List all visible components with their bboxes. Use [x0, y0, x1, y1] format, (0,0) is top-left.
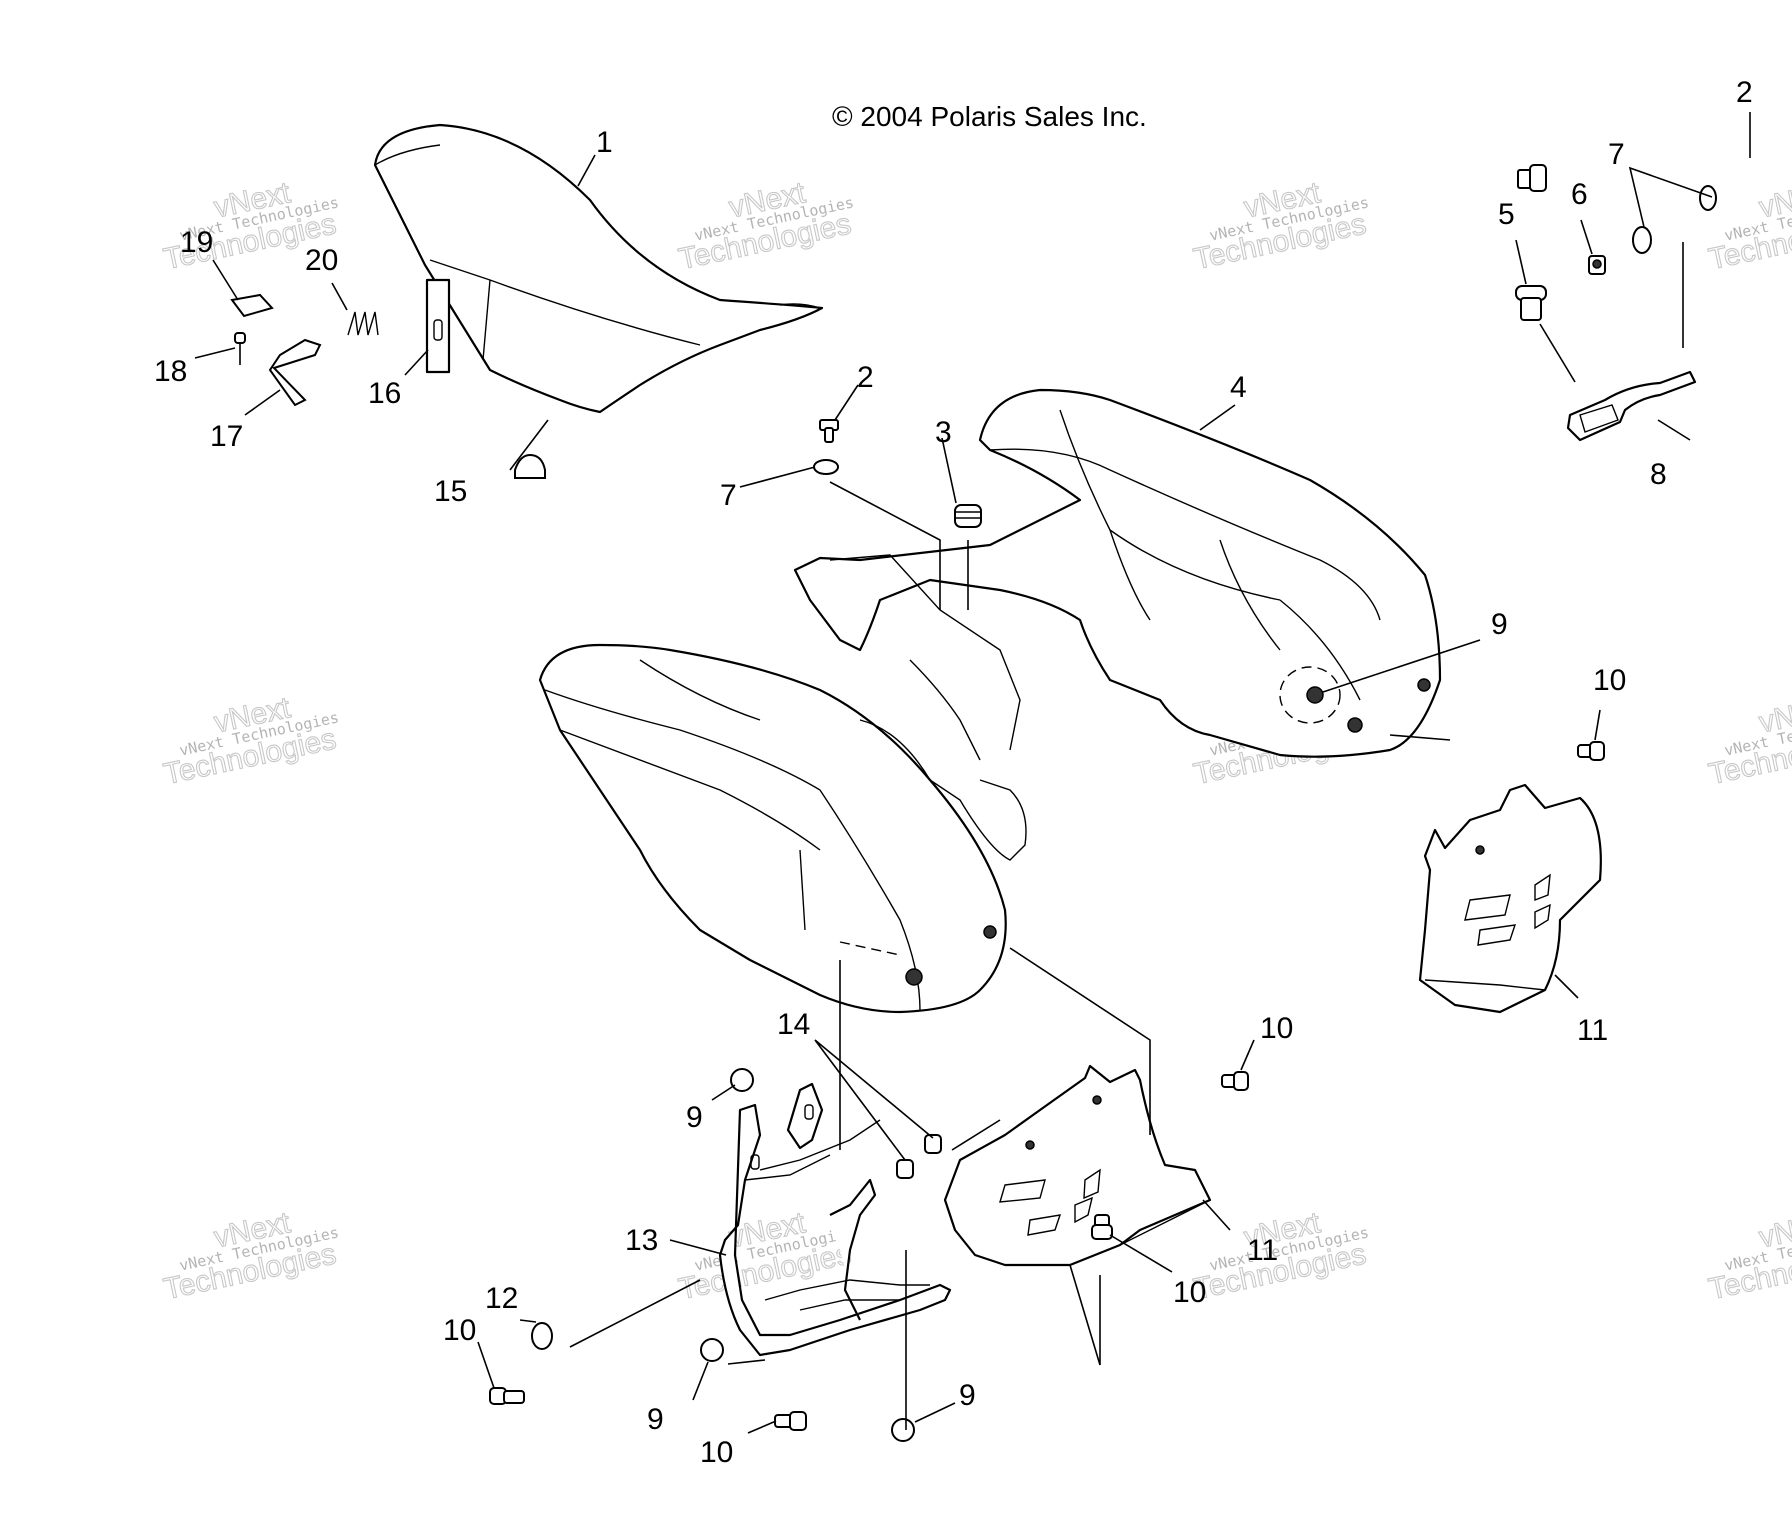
- copyright-notice: © 2004 Polaris Sales Inc.: [832, 101, 1147, 132]
- callout-20: 20: [305, 244, 338, 277]
- screw-icon: [1091, 1214, 1113, 1240]
- callout-10: 10: [700, 1436, 733, 1469]
- spacer-icon: [896, 1159, 914, 1179]
- watermark-tile: vNext vNext Technologies Technologies: [1705, 176, 1792, 277]
- callout-labels: 1 2 2 3 4 5 6 7 7 8 9 9 9 9 10 10 10 10 …: [154, 76, 1753, 1469]
- callout-1: 1: [596, 126, 613, 159]
- callout-5: 5: [1498, 198, 1515, 231]
- callout-9: 9: [647, 1403, 664, 1436]
- washer-icon: [531, 1322, 553, 1350]
- callout-9: 9: [1491, 608, 1508, 641]
- callout-16: 16: [368, 377, 401, 410]
- spacer-icon: [924, 1134, 942, 1154]
- callout-10: 10: [443, 1314, 476, 1347]
- screw-icon: [1517, 164, 1547, 192]
- callout-11: 11: [1577, 1014, 1608, 1047]
- spring-icon: [347, 311, 379, 336]
- nut-icon: [730, 1068, 754, 1092]
- seat-part: [373, 123, 824, 414]
- nut-icon: [1588, 255, 1606, 275]
- cap-nut-icon: [514, 453, 546, 479]
- nut-icon: [700, 1338, 724, 1362]
- callout-7: 7: [720, 479, 737, 512]
- callout-9: 9: [686, 1101, 703, 1134]
- callout-9: 9: [959, 1379, 976, 1412]
- callout-17: 17: [210, 420, 243, 453]
- callout-10: 10: [1593, 664, 1626, 697]
- callout-10: 10: [1173, 1276, 1206, 1309]
- screw-icon: [1577, 741, 1605, 761]
- screw-icon: [774, 1411, 807, 1431]
- callout-10: 10: [1260, 1012, 1293, 1045]
- callout-2: 2: [1736, 76, 1753, 109]
- callout-3: 3: [935, 416, 952, 449]
- screw-icon: [1221, 1071, 1249, 1091]
- bracket-part: [1566, 370, 1697, 442]
- pin-icon: [234, 332, 246, 365]
- washer-icon: [813, 459, 839, 475]
- seat-bracket: [425, 278, 451, 374]
- latch-icon: [268, 338, 322, 407]
- bolt-icon: [1515, 285, 1547, 321]
- watermark-tile: vNext vNext Technologies Technologies: [160, 691, 340, 792]
- front-fender-part: [538, 643, 1027, 1014]
- watermark-layer: vNext vNext Technologies Technologies vN…: [160, 176, 1792, 1307]
- screw-icon: [489, 1387, 525, 1405]
- callout-18: 18: [154, 355, 187, 388]
- callout-15: 15: [434, 475, 467, 508]
- guard-part-upper: [1418, 783, 1602, 1014]
- callout-8: 8: [1650, 458, 1667, 491]
- callout-11: 11: [1247, 1234, 1278, 1267]
- watermark-tile: vNext vNext Technologies Technologies: [675, 176, 855, 277]
- watermark-tile: vNext vNext Technologies Technologies: [1190, 176, 1370, 277]
- rear-fender-part: [793, 388, 1442, 758]
- callout-14: 14: [777, 1008, 810, 1041]
- screw-icon: [819, 419, 839, 443]
- watermark-tile: vNext vNext Technologies Technologies: [1705, 1206, 1792, 1307]
- watermark-tile: vNext vNext Technologies Technologies: [160, 1206, 340, 1307]
- callout-4: 4: [1230, 371, 1247, 404]
- callout-13: 13: [625, 1224, 658, 1257]
- watermark-tile: vNext vNext Technologies Technologies: [1705, 691, 1792, 792]
- callout-12: 12: [485, 1282, 518, 1315]
- washer-icon: [1699, 185, 1717, 211]
- clip-plate-icon: [230, 293, 274, 318]
- watermark-tile: vNext vNext Technologies Technologies: [1190, 1206, 1370, 1307]
- callout-19: 19: [180, 226, 213, 259]
- callout-2: 2: [857, 361, 874, 394]
- washer-icon: [1632, 226, 1652, 254]
- bumper-frame-part: [718, 1082, 952, 1357]
- hardware-parts: [230, 164, 1717, 1442]
- leader-lines: [194, 112, 1751, 1434]
- callout-6: 6: [1571, 178, 1588, 211]
- nut-icon: [891, 1418, 915, 1442]
- grommet-icon: [954, 504, 982, 528]
- guard-part-lower: [943, 1064, 1212, 1267]
- callout-7: 7: [1608, 138, 1625, 171]
